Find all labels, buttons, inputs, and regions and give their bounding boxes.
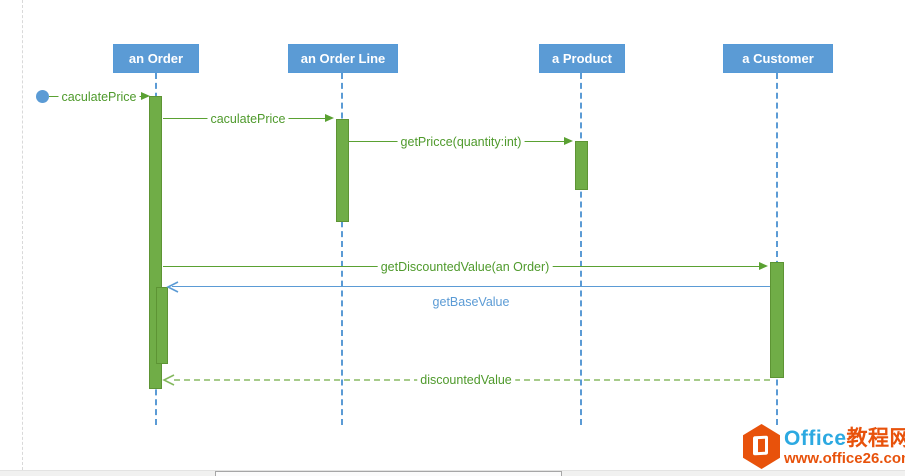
lifeline-an-order-line [341, 73, 343, 425]
actor-label: an Order Line [300, 51, 386, 66]
activation-an-order-nested [156, 287, 168, 364]
arrowhead-icon [141, 92, 150, 100]
open-arrowhead-icon [162, 374, 175, 386]
activation-a-product [575, 141, 588, 190]
found-message-icon [36, 90, 49, 103]
message-line-getbasevalue [172, 286, 770, 287]
actor-label: a Product [552, 51, 612, 66]
watermark-url: www.office26.com [784, 450, 905, 467]
actor-label: an Order [128, 51, 184, 66]
watermark-brand-en: Office [784, 427, 847, 450]
message-label-found-caculateprice: caculatePrice [58, 90, 140, 104]
arrowhead-icon [325, 114, 334, 122]
lifeline-a-product [580, 73, 582, 425]
open-arrowhead-icon [166, 281, 179, 293]
message-label-getdiscountedvalue: getDiscountedValue(an Order) [377, 260, 553, 274]
actor-a-customer: a Customer [723, 44, 833, 73]
activation-an-order-line [336, 119, 349, 222]
actor-an-order: an Order [113, 44, 199, 73]
actor-an-order-line: an Order Line [288, 44, 398, 73]
lifeline-a-customer [776, 73, 778, 425]
message-label-caculateprice: caculatePrice [207, 112, 289, 126]
arrowhead-icon [564, 137, 573, 145]
watermark: Office教程网 www.office26.com [741, 421, 905, 470]
message-label-getpricce: getPricce(quantity:int) [397, 135, 525, 149]
actor-label: a Customer [742, 51, 814, 66]
actor-a-product: a Product [539, 44, 625, 73]
watermark-brand-cn: 教程网 [846, 427, 905, 450]
activation-a-customer [770, 262, 784, 378]
office-logo-icon [743, 424, 780, 469]
message-label-discountedvalue: discountedValue [417, 373, 515, 387]
watermark-title: Office教程网 [784, 428, 905, 450]
message-label-getbasevalue: getBaseValue [432, 295, 510, 309]
horizontal-scrollbar-thumb[interactable] [215, 471, 562, 476]
page-break-line [22, 0, 23, 470]
arrowhead-icon [759, 262, 768, 270]
